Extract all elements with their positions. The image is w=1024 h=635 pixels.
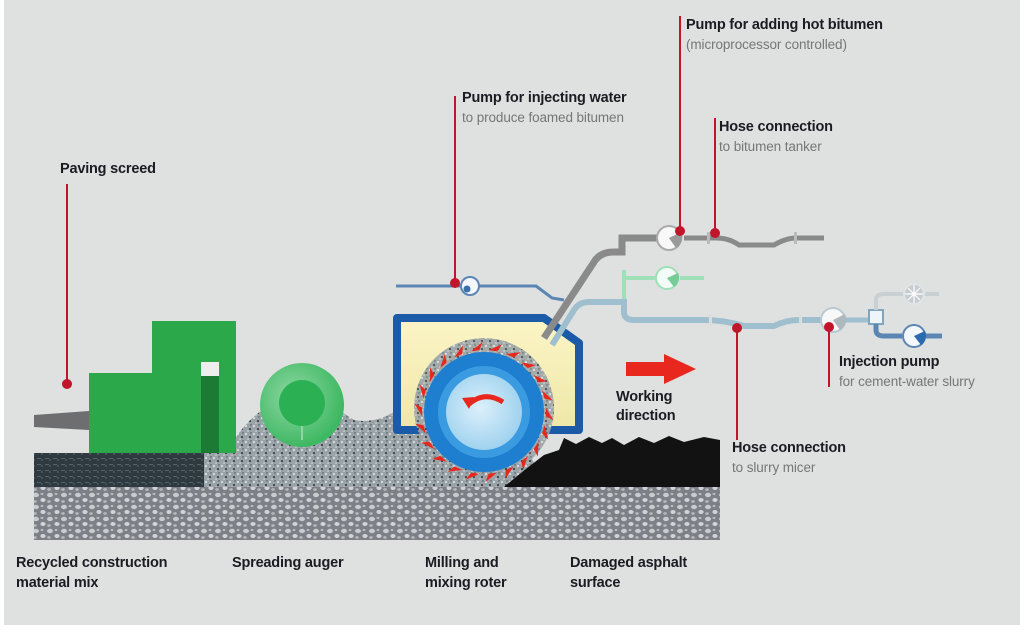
label-damaged-asphalt: Damaged asphalt surface xyxy=(570,553,687,593)
rotor-tooth xyxy=(542,390,554,401)
diagram-canvas: Paving screed Pump for injecting water t… xyxy=(4,0,1020,625)
working-direction-line1: Working xyxy=(616,389,673,405)
water-pipe xyxy=(396,284,565,302)
callout-title: Injection pump xyxy=(839,354,940,370)
rotor-tooth xyxy=(545,407,554,421)
bitumen-pipe xyxy=(541,234,669,340)
rotor-tooth xyxy=(414,403,423,417)
label-milling-rotor: Milling and mixing roter xyxy=(425,553,507,593)
callout-subtitle: for cement-water slurry xyxy=(839,374,975,389)
label-line1: Damaged asphalt xyxy=(570,555,688,571)
rotor-tooth xyxy=(521,362,536,369)
water-pump-icon xyxy=(460,276,480,296)
rotor-tooth xyxy=(432,455,447,462)
rotor-tooth xyxy=(465,472,480,480)
callout-title: Paving screed xyxy=(60,161,156,177)
callout-title: Pump for adding hot bitumen xyxy=(686,17,883,33)
rotor-tooth xyxy=(505,352,521,358)
paving-screed xyxy=(34,411,89,430)
callout-title: Pump for injecting water xyxy=(462,90,627,106)
rotor-tooth xyxy=(440,353,447,369)
callout-hose-slurry: Hose connection to slurry micer xyxy=(732,439,846,477)
secondary-pipe xyxy=(622,270,704,300)
callout-subtitle: to slurry micer xyxy=(732,460,816,475)
callout-title: Hose connection xyxy=(732,440,846,456)
rotor-tooth xyxy=(429,367,435,383)
callout-injection-pump: Injection pump for cement-water slurry xyxy=(839,353,975,391)
rotor-tooth xyxy=(542,425,549,440)
working-direction-arrow xyxy=(626,354,696,384)
milling-rotor xyxy=(414,342,554,482)
callout-pump-bitumen: Pump for adding hot bitumen (microproces… xyxy=(686,16,883,54)
damaged-asphalt xyxy=(504,436,720,487)
callout-lines xyxy=(62,16,834,440)
rotor-teeth xyxy=(414,342,554,482)
label-line1: Milling and xyxy=(425,555,499,571)
rotor-tooth xyxy=(521,455,528,471)
bitumen-hose xyxy=(684,235,824,248)
working-direction-label: Working direction xyxy=(616,388,676,426)
recycler-illustration xyxy=(34,16,942,540)
rotor-tooth xyxy=(419,384,426,399)
callout-subtitle: (microprocessor controlled) xyxy=(686,37,847,52)
working-direction-line2: direction xyxy=(616,408,676,424)
label-line2: surface xyxy=(570,575,621,591)
rotor-tooth xyxy=(485,472,498,482)
recycler-machine-body xyxy=(89,321,236,453)
spreading-auger xyxy=(260,363,344,447)
callout-hose-bitumen: Hose connection to bitumen tanker xyxy=(719,118,833,156)
label-spreading-auger: Spreading auger xyxy=(232,553,344,573)
slurry-pipe xyxy=(549,299,829,347)
label-line1: Spreading auger xyxy=(232,555,344,571)
rotor-tooth xyxy=(421,441,435,450)
label-line1: Recycled construction xyxy=(16,555,168,571)
mixer-coupling xyxy=(868,309,884,325)
rotor-tooth xyxy=(488,344,503,352)
rotor-tooth xyxy=(505,466,514,479)
rotor-tooth xyxy=(533,374,547,383)
rotor-tooth xyxy=(414,423,426,434)
subgrade-gravel-layer xyxy=(34,485,720,540)
rotor-tooth xyxy=(447,466,463,472)
callout-subtitle: to bitumen tanker xyxy=(719,139,822,154)
rotor-tooth xyxy=(533,441,539,457)
label-line2: material mix xyxy=(16,575,99,591)
callout-subtitle: to produce foamed bitumen xyxy=(462,110,624,125)
rotor-tooth xyxy=(470,342,483,352)
callout-pump-water: Pump for injecting water to produce foam… xyxy=(462,89,627,127)
label-line2: mixing roter xyxy=(425,575,507,591)
callout-paving-screed: Paving screed xyxy=(60,160,156,179)
label-recycled-material: Recycled construction material mix xyxy=(16,553,168,593)
callout-title: Hose connection xyxy=(719,119,833,135)
rotor-tooth xyxy=(454,345,463,358)
rotation-arrow-head xyxy=(462,397,474,409)
